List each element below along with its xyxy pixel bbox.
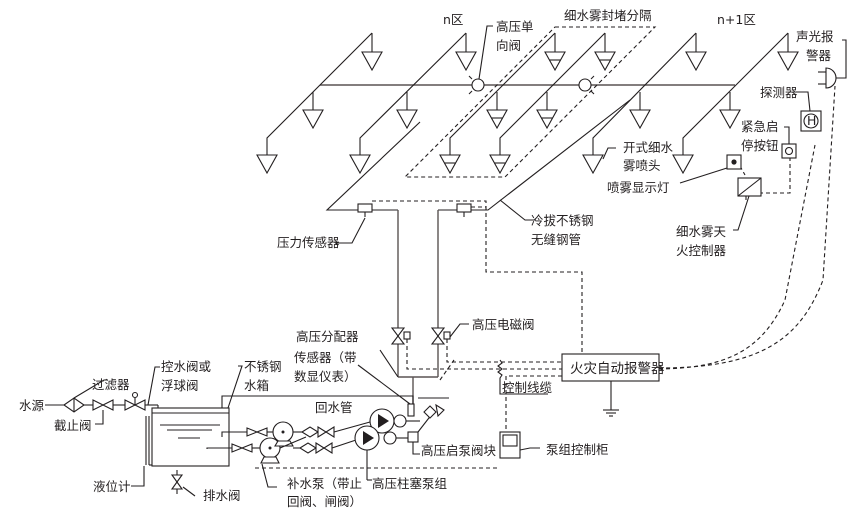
branch-pipes [266, 32, 789, 155]
return-pipe-label: 回水管 [315, 400, 353, 415]
nozzle-icon [719, 109, 741, 130]
nozzles [256, 51, 799, 175]
mist-partition-outline [403, 26, 657, 178]
nozzle-icon [672, 154, 694, 175]
check-valve-icon [471, 78, 485, 92]
tank-label-line2: 水箱 [244, 378, 269, 393]
partition-label: 细水雾封堵分隔 [564, 8, 652, 23]
nozzle-icon [256, 154, 278, 175]
zone-n1-label: n+1区 [717, 12, 756, 27]
pump-cabinet [499, 431, 540, 459]
float-valve-icon [124, 399, 137, 411]
nozzle-icon [361, 51, 383, 72]
sound-light-alarm-label-line2: 警器 [806, 48, 832, 63]
spray-indicator-label: 喷雾显示灯 [607, 180, 670, 195]
level-gauge-label: 液位计 [93, 479, 131, 494]
control-cables [255, 85, 836, 469]
solenoid-valve-icon [430, 327, 446, 337]
fire-alarm-box [561, 353, 660, 382]
nozzle-icon [629, 109, 651, 130]
nozzle-icon [582, 154, 604, 175]
solenoid-valve-label: 高压电磁阀 [472, 317, 535, 332]
pump-cabinet-label: 泵组控制柜 [546, 442, 609, 457]
water-tank [151, 407, 230, 467]
nozzle-icon [486, 109, 508, 130]
emergency-button-label: 紧急启 [741, 119, 779, 134]
pump-valve-block-icon [407, 431, 419, 443]
water-supply [45, 391, 414, 497]
water-source-label: 水源 [19, 398, 45, 413]
nozzle-icon [777, 51, 799, 72]
sensor-display-label: 传感器（带 [294, 350, 357, 365]
distributor-label: 高压分配器 [296, 329, 359, 344]
tank-label: 不锈钢 [244, 359, 282, 374]
nozzle-icon [302, 109, 324, 130]
sprinkler-network [256, 26, 799, 211]
feed-pipe-left [325, 121, 421, 211]
stop-valve-icon [92, 399, 105, 411]
plunger-pump-label: 高压柱塞泵组 [372, 476, 447, 491]
float-valve-label: 控水阀或 [161, 359, 212, 374]
makeup-pump-label: 补水泵（带止 [287, 476, 362, 491]
makeup-pump-label-line2: 回阀、闸阀） [287, 494, 362, 509]
emergency-button-label-line2: 停按钮 [741, 138, 779, 153]
sound-light-alarm-label: 声光报 [796, 29, 834, 44]
stop-valve-label: 截止阀 [54, 418, 92, 433]
solenoid-valve-icon [390, 327, 406, 337]
zone-n-label: n区 [443, 12, 463, 27]
controller-label-line2: 火控制器 [676, 243, 727, 258]
check-valve-label-line2: 向阀 [496, 38, 521, 53]
nozzle-icon [396, 109, 418, 130]
fire-alarm-label: 火灾自动报警器 [570, 360, 665, 377]
nozzle-icon [594, 51, 616, 72]
nozzle-label-line2: 雾喷头 [623, 158, 661, 173]
leader-lines [73, 25, 616, 425]
filter-label: 过滤器 [92, 377, 130, 392]
float-valve-label-line2: 浮球阀 [161, 378, 199, 393]
pipe-label-line2: 无缝钢管 [531, 232, 581, 247]
detector-label: 探测器 [760, 85, 798, 100]
nozzle-icon [439, 154, 461, 175]
nozzle-icon [455, 51, 477, 72]
pressure-sensor-icon [357, 203, 373, 213]
check-valve-icon [578, 78, 592, 92]
nozzle-icon [349, 154, 371, 175]
text-labels: n区 n+1区 高压单 向阀 细水雾封堵分隔 声光报 警器 探测器 紧急启 停按… [19, 8, 834, 509]
check-valve-label: 高压单 [496, 19, 534, 34]
sound-light-alarm-icon [825, 67, 837, 89]
detector-symbol: H [807, 113, 816, 128]
feed-pipe-right [438, 99, 631, 211]
pipe-label: 冷拔不锈钢 [531, 213, 594, 228]
fire-alarm-unit [497, 353, 660, 417]
nozzle-icon [489, 154, 511, 175]
pump-valve-block-label: 高压启泵阀块 [421, 443, 497, 458]
drain-valve-icon [170, 474, 184, 483]
pressure-sensor-label: 压力传感器 [277, 235, 340, 250]
pump-group [259, 349, 449, 488]
right-devices: H [679, 39, 847, 231]
controller-label: 细水雾天 [676, 224, 727, 239]
nozzle-icon [685, 51, 707, 72]
pressure-sensor-icon [456, 203, 472, 213]
nozzle-icon [536, 109, 558, 130]
drain-valve-label: 排水阀 [203, 488, 241, 503]
pressure-display-sensor-icon [407, 403, 415, 417]
riser-pipes [357, 203, 472, 405]
control-cable-label: 控制线缆 [502, 380, 553, 395]
nozzle-icon [544, 51, 566, 72]
nozzle-label: 开式细水 [623, 140, 674, 155]
sensor-display-label-line2: 数显仪表） [294, 369, 357, 384]
